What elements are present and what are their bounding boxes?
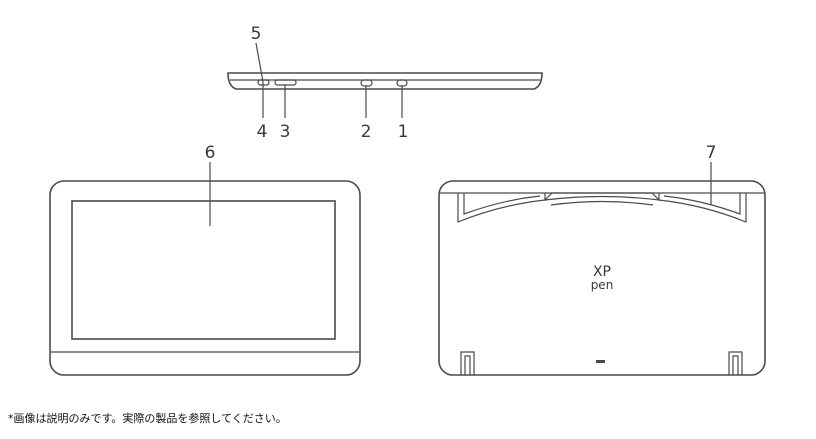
disclaimer-note: *画像は説明のみです。実際の製品を参照してください。 [8, 412, 287, 425]
back-view-body [438, 180, 766, 376]
back-view [438, 162, 766, 376]
front-view [49, 162, 361, 376]
logo-line-1: XP [593, 264, 611, 280]
stand-left [457, 193, 546, 223]
front-view-screen [71, 200, 336, 340]
port-3 [274, 79, 297, 86]
callout-1: 1 [398, 122, 409, 142]
side-view [227, 42, 543, 118]
callout-3: 3 [280, 122, 291, 142]
callout-5: 5 [251, 24, 262, 44]
stand-right [658, 193, 747, 223]
stand-middle [543, 192, 661, 201]
foot-right [728, 351, 743, 375]
callout-6: 6 [205, 143, 216, 163]
callout-4: 4 [257, 122, 268, 142]
side-view-body [227, 72, 543, 90]
front-view-body [49, 180, 361, 376]
brand-logo: XP pen [591, 264, 614, 292]
port-1 [396, 79, 408, 87]
callout-7: 7 [706, 143, 717, 163]
callout-2: 2 [361, 122, 372, 142]
back-slot [596, 360, 605, 363]
logo-line-2: pen [591, 278, 614, 292]
foot-left [460, 351, 475, 375]
port-2 [360, 79, 373, 87]
